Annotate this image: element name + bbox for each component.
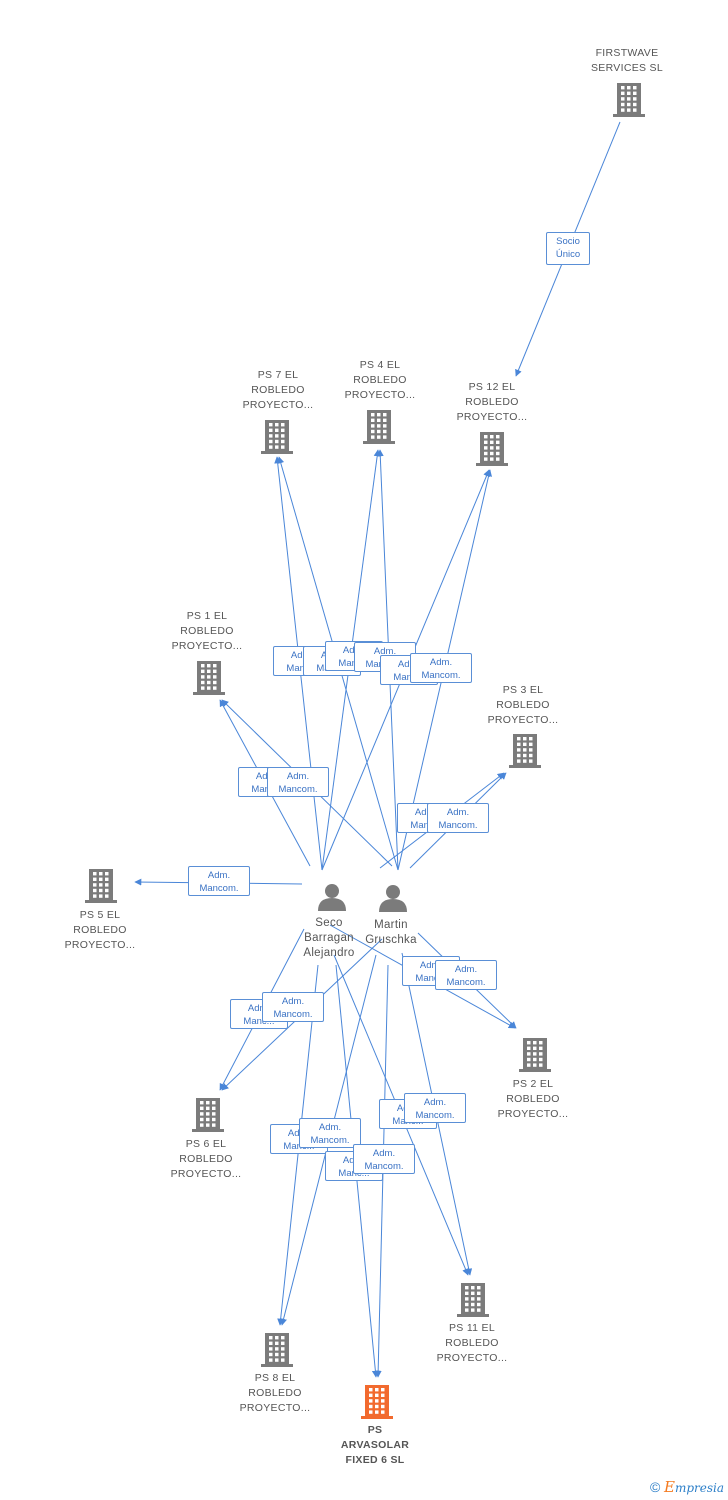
- edge-tag-adm[interactable]: Adm.Mancom.: [267, 767, 329, 797]
- edge-tag-adm[interactable]: Adm.Mancom.: [299, 1118, 361, 1148]
- edges: [134, 121, 621, 1378]
- edge-tag-adm[interactable]: Adm.Mancom.: [188, 866, 250, 896]
- edge-tag-adm[interactable]: Adm.Mancom.: [404, 1093, 466, 1123]
- edge-tag-adm[interactable]: Adm.Manc...: [230, 999, 288, 1029]
- seco-person-icon[interactable]: [318, 884, 346, 911]
- target-building-icon[interactable]: [361, 1385, 393, 1419]
- firstwave-building-icon[interactable]: [613, 83, 645, 117]
- ps3-building-icon[interactable]: [509, 734, 541, 768]
- ps12-building-icon[interactable]: [476, 432, 508, 466]
- edge-tag-adm[interactable]: Adm.Mancom.: [353, 1144, 415, 1174]
- edge-tag-adm[interactable]: Adm.Mancom.: [427, 803, 489, 833]
- ps6-building-icon[interactable]: [192, 1098, 224, 1132]
- ps8-building-icon[interactable]: [261, 1333, 293, 1367]
- ps2-building-icon[interactable]: [519, 1038, 551, 1072]
- edge-tag-adm[interactable]: Adm.Mancom.: [262, 992, 324, 1022]
- edge-tag-adm[interactable]: Adm.Mancom.: [435, 960, 497, 990]
- edge-tag-adm[interactable]: Adm.Mancom.: [410, 653, 472, 683]
- martin-person-icon[interactable]: [379, 885, 407, 912]
- ps1-building-icon[interactable]: [193, 661, 225, 695]
- ps7-building-icon[interactable]: [261, 420, 293, 454]
- ps11-building-icon[interactable]: [457, 1283, 489, 1317]
- empresia-brand[interactable]: © Empresia: [650, 1478, 724, 1496]
- ps5-building-icon[interactable]: [85, 869, 117, 903]
- ps4-building-icon[interactable]: [363, 410, 395, 444]
